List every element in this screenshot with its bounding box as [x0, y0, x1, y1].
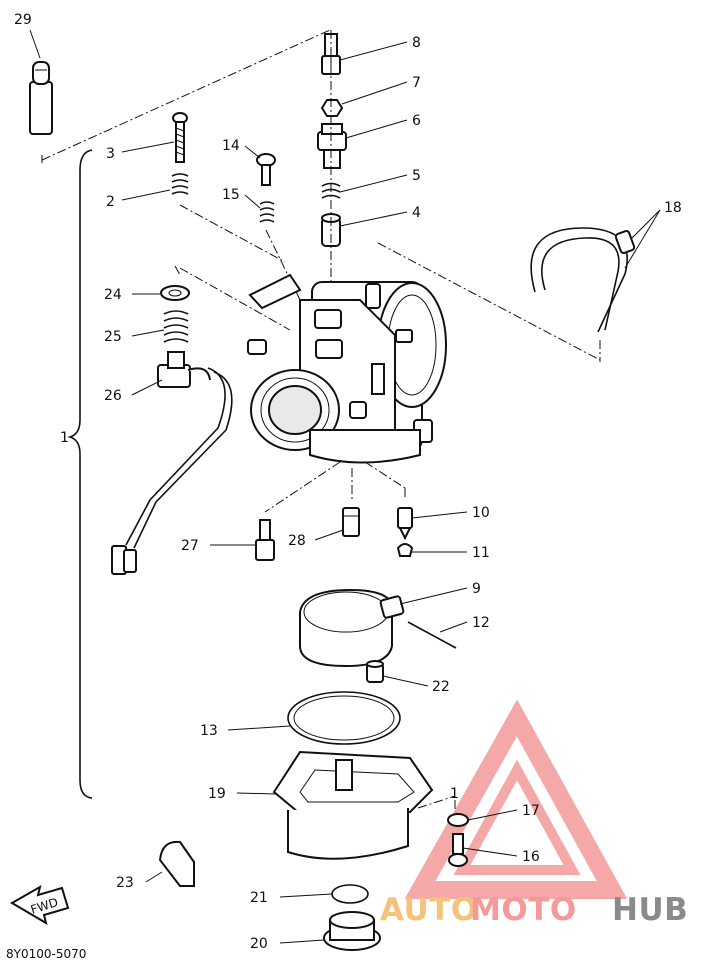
watermark-moto: MOTO [470, 892, 577, 928]
callout-20: 20 [250, 936, 268, 952]
callout-15: 15 [222, 187, 240, 203]
part-27-main-jet [255, 519, 275, 561]
callout-8: 8 [412, 35, 421, 51]
callout-17: 17 [522, 803, 540, 819]
part-21-oring [331, 884, 369, 904]
callout-26: 26 [104, 388, 122, 404]
leader-lines [29, 29, 661, 944]
callout-4: 4 [412, 205, 421, 221]
part-23-clamp [158, 840, 195, 887]
callout-28: 28 [288, 533, 306, 549]
callout-29: 29 [14, 12, 32, 28]
callout-1: 1 [60, 430, 69, 446]
callout-labels: 29 3 2 14 15 8 7 6 5 4 18 24 25 26 1 27 … [14, 12, 682, 952]
part-13-gasket [287, 691, 401, 745]
callout-3: 3 [106, 146, 115, 162]
part-3-screw [172, 112, 188, 163]
assembly-bracket [41, 29, 331, 799]
part-10-needle-valve [397, 507, 413, 541]
callout-7: 7 [412, 75, 421, 91]
callout-22: 22 [432, 679, 450, 695]
part-7-nut [320, 99, 344, 117]
part-25-spring [163, 310, 189, 343]
part-28-pilot-jet [342, 507, 360, 537]
callout-6: 6 [412, 113, 421, 129]
part-19-float-bowl [272, 750, 434, 860]
part-20-plug [323, 911, 381, 951]
callout-16: 16 [522, 849, 540, 865]
part-2-spring [171, 173, 189, 195]
callout-18: 18 [664, 200, 682, 216]
part-6-adjuster [317, 123, 347, 169]
part-29-cap [29, 61, 53, 135]
callout-13: 13 [200, 723, 218, 739]
callout-11: 11 [472, 545, 490, 561]
part-14-screw [256, 153, 276, 186]
callout-1-bowl: 1 [450, 786, 459, 802]
fwd-arrow-icon: FWD [10, 884, 70, 926]
callout-19: 19 [208, 786, 226, 802]
callout-24: 24 [104, 287, 122, 303]
watermark-logo [404, 699, 628, 899]
part-17-washer [447, 813, 469, 827]
part-16-bolt [448, 833, 468, 867]
callout-27: 27 [181, 538, 199, 554]
callout-14: 14 [222, 138, 240, 154]
part-22-plug [366, 660, 384, 683]
watermark-auto: AUTO [380, 892, 478, 928]
part-12-pin [407, 621, 457, 649]
callout-12: 12 [472, 615, 490, 631]
part-18-hose [530, 227, 636, 333]
carburetor-body [247, 273, 447, 464]
callout-23: 23 [116, 875, 134, 891]
callout-9: 9 [472, 581, 481, 597]
watermark-hub: HUB [612, 892, 688, 928]
part-26-starter-cable [111, 351, 233, 575]
part-11-clip [396, 543, 414, 557]
part-15-spring [259, 201, 275, 223]
part-9-float [299, 588, 405, 668]
watermark-text: AUTO MOTO HUB [380, 892, 688, 928]
diagram-code: 8Y0100-5070 [6, 947, 86, 961]
part-24-washer [160, 285, 190, 301]
callout-10: 10 [472, 505, 490, 521]
callout-25: 25 [104, 329, 122, 345]
callout-2: 2 [106, 194, 115, 210]
callout-21: 21 [250, 890, 268, 906]
callout-5: 5 [412, 168, 421, 184]
